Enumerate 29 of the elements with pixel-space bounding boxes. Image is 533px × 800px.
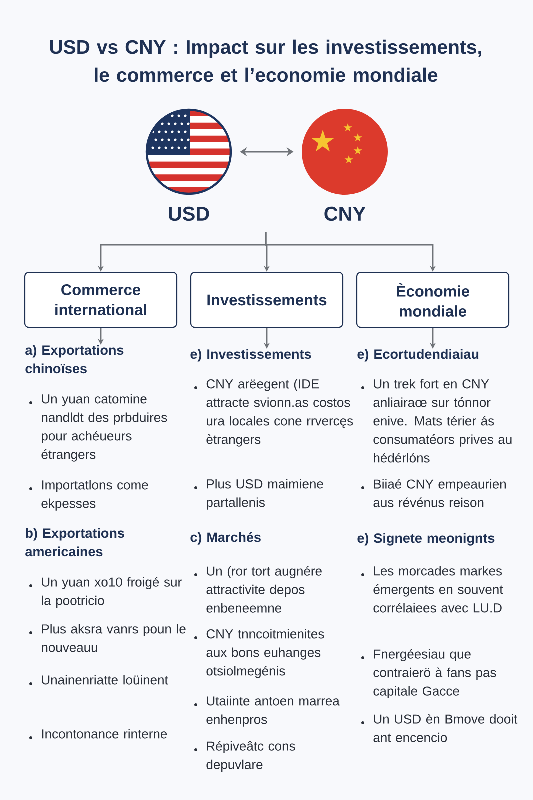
section-heading: c) Marchés	[190, 532, 261, 545]
bullet-item: Un USD èn Bmove dooit ant encencio	[362, 714, 518, 742]
bullet-item: Les morcades markes émergents en souvent corrélaiees avec LU.D	[362, 566, 504, 613]
bullet-item: Un (ror tort augnére attractivite depos enbeneemne	[194, 566, 322, 613]
category-box: Èconomie mondiale	[356, 272, 510, 328]
section-heading: a) Exportations chinoïses	[26, 345, 124, 374]
currency-label: USD	[169, 206, 210, 222]
section-heading: e) Signete meonignts	[358, 533, 495, 546]
bullet-item: Incontonance rinterne	[30, 729, 168, 740]
bullet-item: Plus USD maimiene partallenis	[194, 479, 324, 510]
bullet-item: Un trek fort en CNY anliairaœ sur tónnor enive. Mats térier ás consumatéors prives au hédérlóns	[362, 379, 512, 463]
section-heading: e) Ecortudendiaiau	[358, 349, 479, 362]
section-heading: b) Exportations americaines	[26, 528, 124, 557]
section-heading: e) Investissements	[190, 349, 312, 362]
bullet-item: Unainenriatte loüinent	[30, 675, 168, 686]
bullet-item: CNY tnncoitmienites aux bons euhanges otsiolmegénis	[194, 629, 324, 678]
bullet-item: Biiaé CNY empeaurien aus révénus reison	[362, 479, 506, 508]
category-box: Investissements	[190, 272, 344, 328]
bullet-item: Fnergéesiau que contraierö à fans pas capitale Gacce	[362, 649, 496, 698]
category-box: Commerce international	[24, 272, 178, 328]
bullet-item: CNY arëegent (IDE attracte svionn.as costos ura locales cone rrvercęs ètrangers	[194, 379, 354, 447]
title: USD vs CNY : Impact sur les investissements, le commerce et l’economie mondiale	[50, 40, 482, 82]
bullet-item: Un yuan catomine nandldt des prbduires pour achéueurs étrangers	[30, 394, 168, 462]
currency-label: CNY	[324, 206, 366, 222]
bullet-item: Plus aksra vanrs poun le nouveauu	[30, 624, 186, 652]
bullet-item: Utaiinte antoen marrea enhenpros	[194, 696, 340, 727]
bullet-item: Un yuan xo10 froigé sur la pootricio	[30, 577, 182, 608]
bullet-item: Importatlons come ekpesses	[30, 480, 148, 511]
bullet-item: Répiveâtc cons depuvlare	[194, 741, 296, 772]
